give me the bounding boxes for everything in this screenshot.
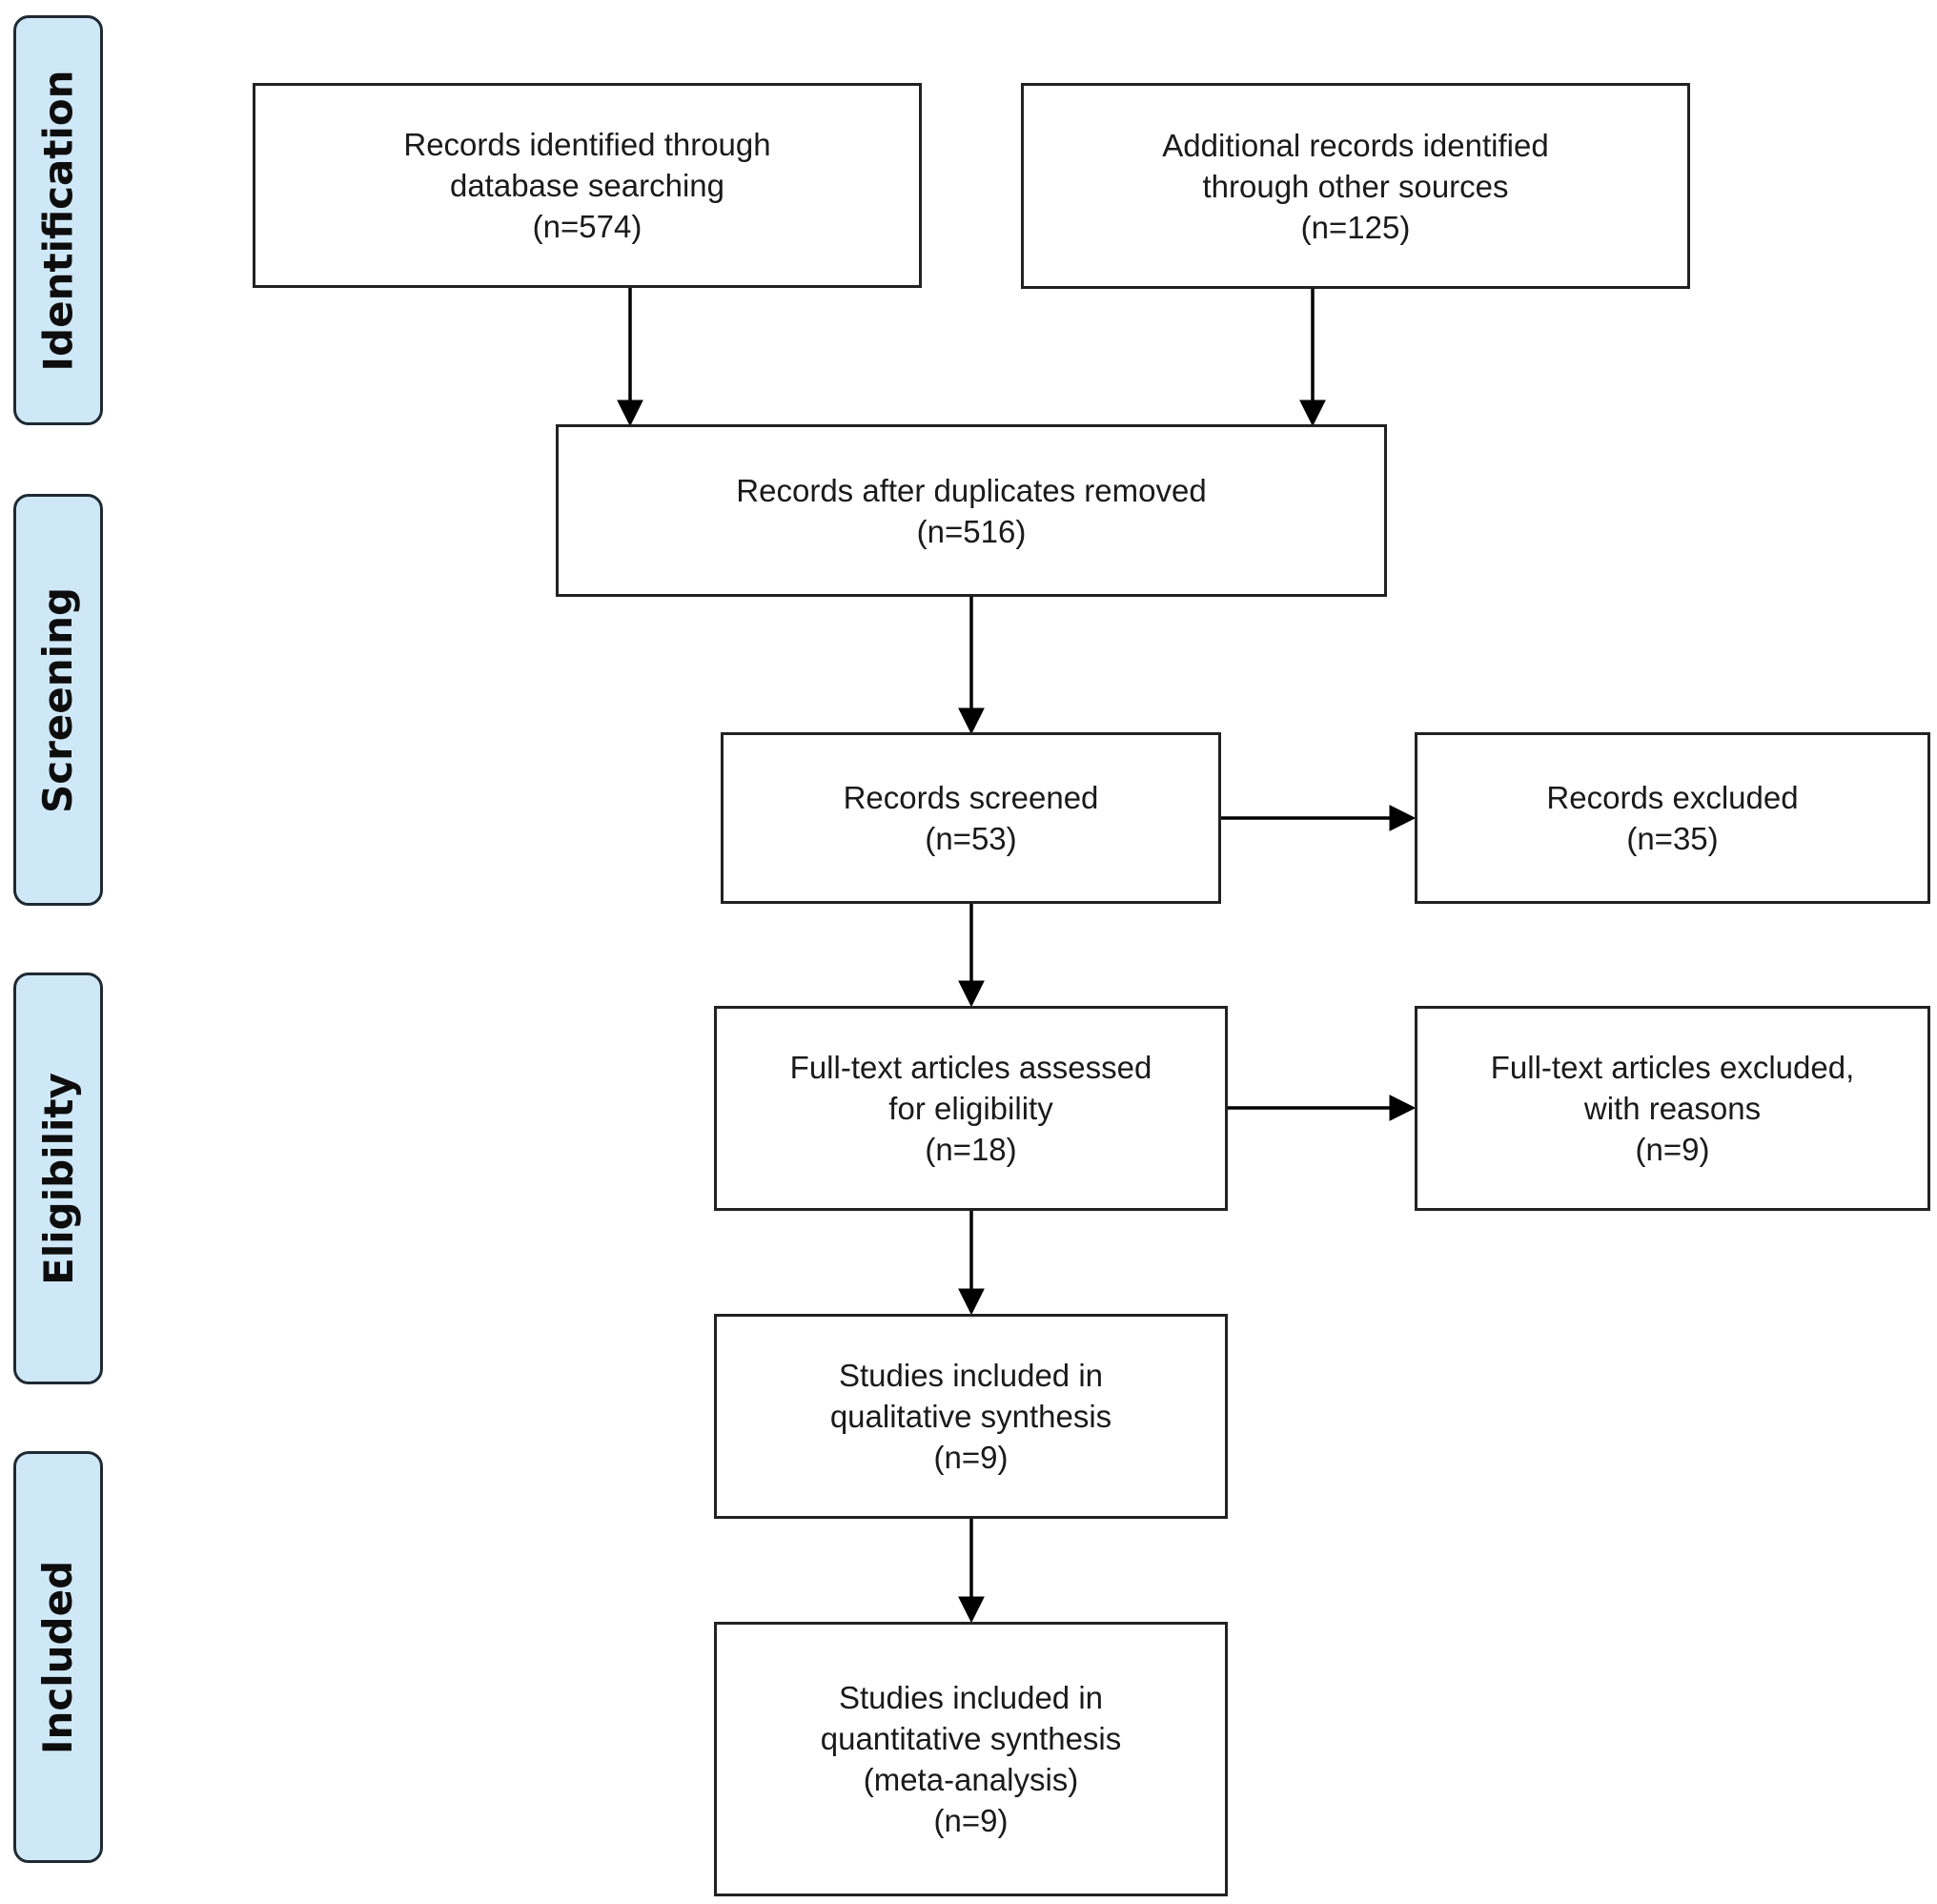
box-other-count: (n=125) (1300, 209, 1411, 245)
box-fulltext-excluded: Full-text articles excluded, with reason… (1415, 1006, 1930, 1211)
phase-screening: Screening (13, 494, 103, 906)
box-other-line-2: through other sources (1202, 168, 1509, 204)
box-duplicates-removed: Records after duplicates removed (n=516) (556, 424, 1387, 597)
box-records-screened: Records screened (n=53) (721, 732, 1221, 904)
box-qualitative-synthesis: Studies included in qualitative synthesi… (714, 1314, 1228, 1519)
box-fulltext-count: (n=18) (925, 1132, 1017, 1167)
box-qualitative-line-1: Studies included in (838, 1358, 1104, 1393)
box-excluded-count: (n=35) (1626, 821, 1719, 856)
box-database-line-2: database searching (449, 168, 725, 203)
box-fulltext-excluded-count: (n=9) (1635, 1132, 1710, 1167)
phase-identification: Identification (13, 15, 103, 425)
box-fulltext-assessed: Full-text articles assessed for eligibil… (714, 1006, 1228, 1211)
box-duplicates-line-1: Records after duplicates removed (736, 472, 1207, 508)
box-database-records: Records identified through database sear… (253, 83, 922, 288)
box-quantitative-line-2: quantitative synthesis (820, 1721, 1122, 1756)
box-other-line-1: Additional records identified (1162, 127, 1549, 163)
box-qualitative-count: (n=9) (933, 1440, 1009, 1475)
box-duplicates-count: (n=516) (916, 513, 1027, 549)
phase-eligibility: Eligibility (13, 972, 103, 1384)
box-database-count: (n=574) (532, 209, 642, 244)
box-records-excluded: Records excluded (n=35) (1415, 732, 1930, 904)
box-quantitative-synthesis: Studies included in quantitative synthes… (714, 1622, 1228, 1896)
box-screened-line-1: Records screened (843, 780, 1099, 815)
box-fulltext-line-1: Full-text articles assessed (789, 1050, 1152, 1085)
box-database-line-1: Records identified through (403, 127, 771, 162)
box-other-sources: Additional records identified through ot… (1021, 83, 1690, 289)
box-fulltext-line-2: for eligibility (888, 1091, 1053, 1126)
box-quantitative-count: (n=9) (933, 1803, 1009, 1838)
box-quantitative-line-1: Studies included in (838, 1680, 1104, 1715)
box-fulltext-excluded-line-1: Full-text articles excluded, (1490, 1050, 1855, 1085)
phase-included: Included (13, 1451, 103, 1863)
box-excluded-line-1: Records excluded (1546, 780, 1799, 815)
box-qualitative-line-2: qualitative synthesis (829, 1399, 1112, 1434)
box-fulltext-excluded-line-2: with reasons (1583, 1091, 1762, 1126)
box-quantitative-line-3: (meta-analysis) (863, 1762, 1079, 1797)
box-screened-count: (n=53) (925, 821, 1017, 856)
